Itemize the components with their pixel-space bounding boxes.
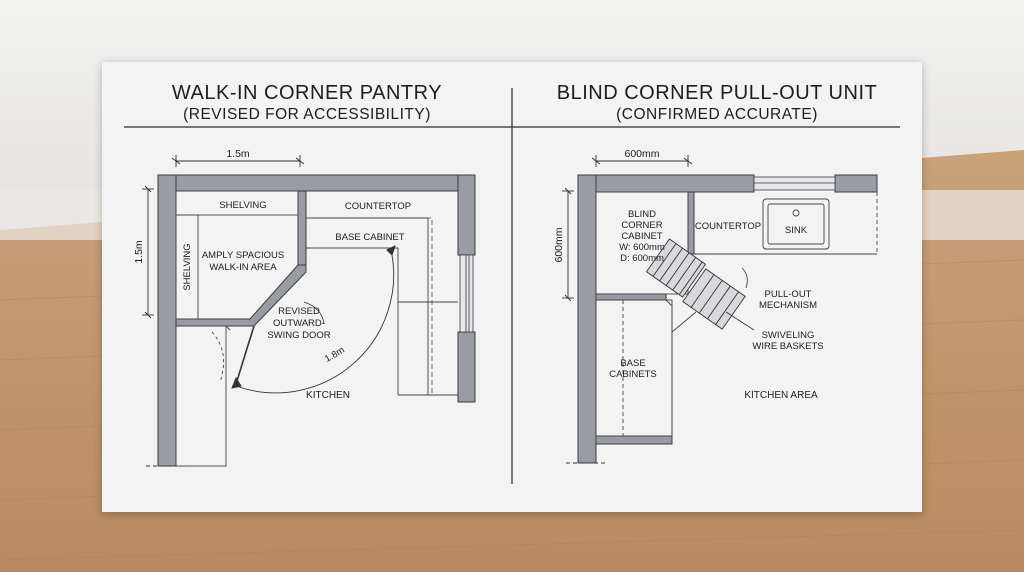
- walk-in-label-line2: WALK-IN AREA: [209, 262, 277, 273]
- left-title: WALK-IN CORNER PANTRY: [171, 82, 443, 104]
- side-shelving: [175, 214, 199, 320]
- right-dim-width-label: 600mm: [624, 148, 659, 160]
- base-cabinets-label-line2: CABINETS: [609, 369, 657, 380]
- right-labels: 600mm 600mm BLIND CORNER CABINET W: 600m…: [553, 148, 824, 401]
- plan-drawing: 1.5m 1.5m SHELVING SHELVING COUNTERTOP B…: [124, 88, 900, 484]
- right-top-wall-right: [834, 174, 878, 193]
- right-subtitle: (CONFIRMED ACCURATE): [616, 106, 818, 123]
- left-plan: [142, 155, 476, 467]
- right-dim-height-label: 600mm: [553, 227, 565, 262]
- kitchen-right-wall-lower: [457, 331, 476, 403]
- sink-basin: [762, 198, 830, 250]
- left-dim-height-label: 1.5m: [133, 240, 145, 264]
- blind-label-line4: W: 600mm: [619, 242, 665, 253]
- blind-corner-cabinet: [595, 191, 689, 295]
- left-title-block: WALK-IN CORNER PANTRY (REVISED FOR ACCES…: [102, 81, 512, 125]
- kitchen-window: [459, 254, 474, 333]
- kitchen-label: KITCHEN: [306, 390, 350, 401]
- blind-label-line5: D: 600mm: [620, 253, 664, 264]
- sink-label: SINK: [785, 225, 808, 236]
- outward-swing-door: [231, 245, 396, 394]
- pantry-top-wall: [157, 174, 476, 192]
- kitchen-right-wall-upper: [457, 174, 476, 256]
- pullout-label-line1: PULL-OUT: [765, 289, 812, 300]
- right-plan: [562, 155, 878, 464]
- countertop-outline: [306, 217, 429, 395]
- countertop-label: COUNTERTOP: [345, 201, 411, 212]
- countertop-dashed-edge: [306, 217, 433, 395]
- right-left-wall: [577, 174, 597, 464]
- blind-label-line3: CABINET: [621, 231, 662, 242]
- blind-cabinet-divider: [687, 191, 695, 255]
- door-label-line1: REVISED: [278, 306, 320, 317]
- pullout-label-line2: MECHANISM: [759, 300, 817, 311]
- pantry-partition-right: [297, 190, 307, 266]
- base-cabinets-label-line1: BASE: [620, 358, 645, 369]
- top-shelving-label: SHELVING: [219, 200, 266, 211]
- blind-label-line2: CORNER: [621, 220, 662, 231]
- left-labels: 1.5m 1.5m SHELVING SHELVING COUNTERTOP B…: [133, 148, 411, 401]
- base-cabinet-bottom-band: [595, 435, 673, 445]
- kitchen-area-label: KITCHEN AREA: [744, 390, 818, 401]
- blind-label-line1: BLIND: [628, 209, 656, 220]
- baskets-label-line2: WIRE BASKETS: [752, 341, 823, 352]
- door-swing-label: 1.8m: [323, 345, 347, 365]
- lower-closet: [175, 325, 227, 467]
- right-window: [753, 176, 836, 191]
- baskets-label-line1: SWIVELING: [762, 330, 815, 341]
- floor-plan-sheet: WALK-IN CORNER PANTRY (REVISED FOR ACCES…: [102, 62, 922, 512]
- right-title: BLIND CORNER PULL-OUT UNIT: [556, 82, 878, 104]
- walk-in-label-line1: AMPLY SPACIOUS: [202, 250, 284, 261]
- door-label-line3: SWING DOOR: [267, 330, 330, 341]
- right-title-block: BLIND CORNER PULL-OUT UNIT (CONFIRMED AC…: [512, 81, 922, 125]
- base-cabinet-label: BASE CABINET: [335, 232, 404, 243]
- pantry-left-wall: [157, 174, 177, 467]
- right-top-wall-left: [577, 174, 755, 193]
- left-dim-width-label: 1.5m: [226, 148, 250, 160]
- side-shelving-label: SHELVING: [182, 243, 193, 290]
- base-cabinet-top-band: [595, 293, 667, 301]
- top-shelving: [175, 190, 299, 216]
- right-countertop-label: COUNTERTOP: [695, 221, 761, 232]
- door-label-line2: OUTWARD-: [273, 318, 325, 329]
- left-subtitle: (REVISED FOR ACCESSIBILITY): [183, 106, 431, 123]
